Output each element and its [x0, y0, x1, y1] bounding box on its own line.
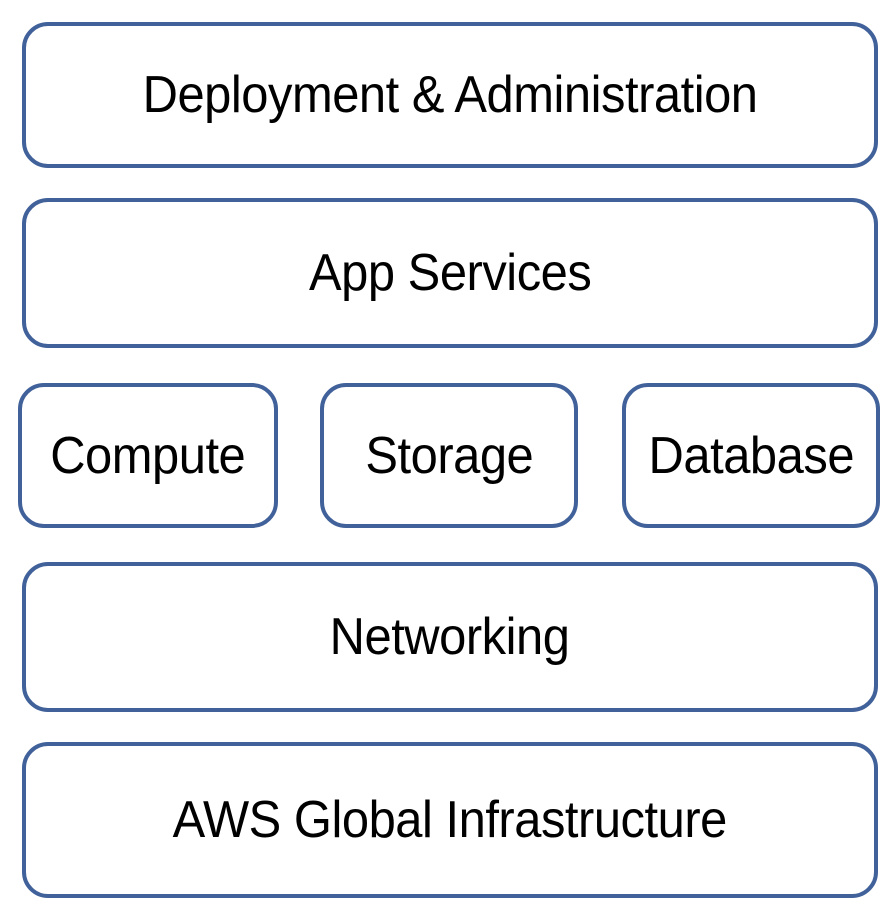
layer-label-compute: Compute	[50, 426, 246, 485]
layer-label-networking: Networking	[330, 608, 570, 666]
layer-box-database[interactable]: Database	[622, 383, 880, 528]
layer-label-database: Database	[648, 426, 854, 485]
layer-box-app-services[interactable]: App Services	[22, 198, 878, 348]
layer-box-networking[interactable]: Networking	[22, 562, 878, 712]
layer-label-aws-global-infrastructure: AWS Global Infrastructure	[172, 791, 728, 849]
layer-label-storage: Storage	[365, 426, 533, 485]
layer-box-compute[interactable]: Compute	[18, 383, 278, 528]
layer-label-deployment-administration: Deployment & Administration	[142, 66, 758, 124]
layer-box-storage[interactable]: Storage	[320, 383, 578, 528]
layer-box-deployment-administration[interactable]: Deployment & Administration	[22, 22, 878, 168]
layer-box-aws-global-infrastructure[interactable]: AWS Global Infrastructure	[22, 742, 878, 898]
layer-label-app-services: App Services	[308, 244, 592, 302]
